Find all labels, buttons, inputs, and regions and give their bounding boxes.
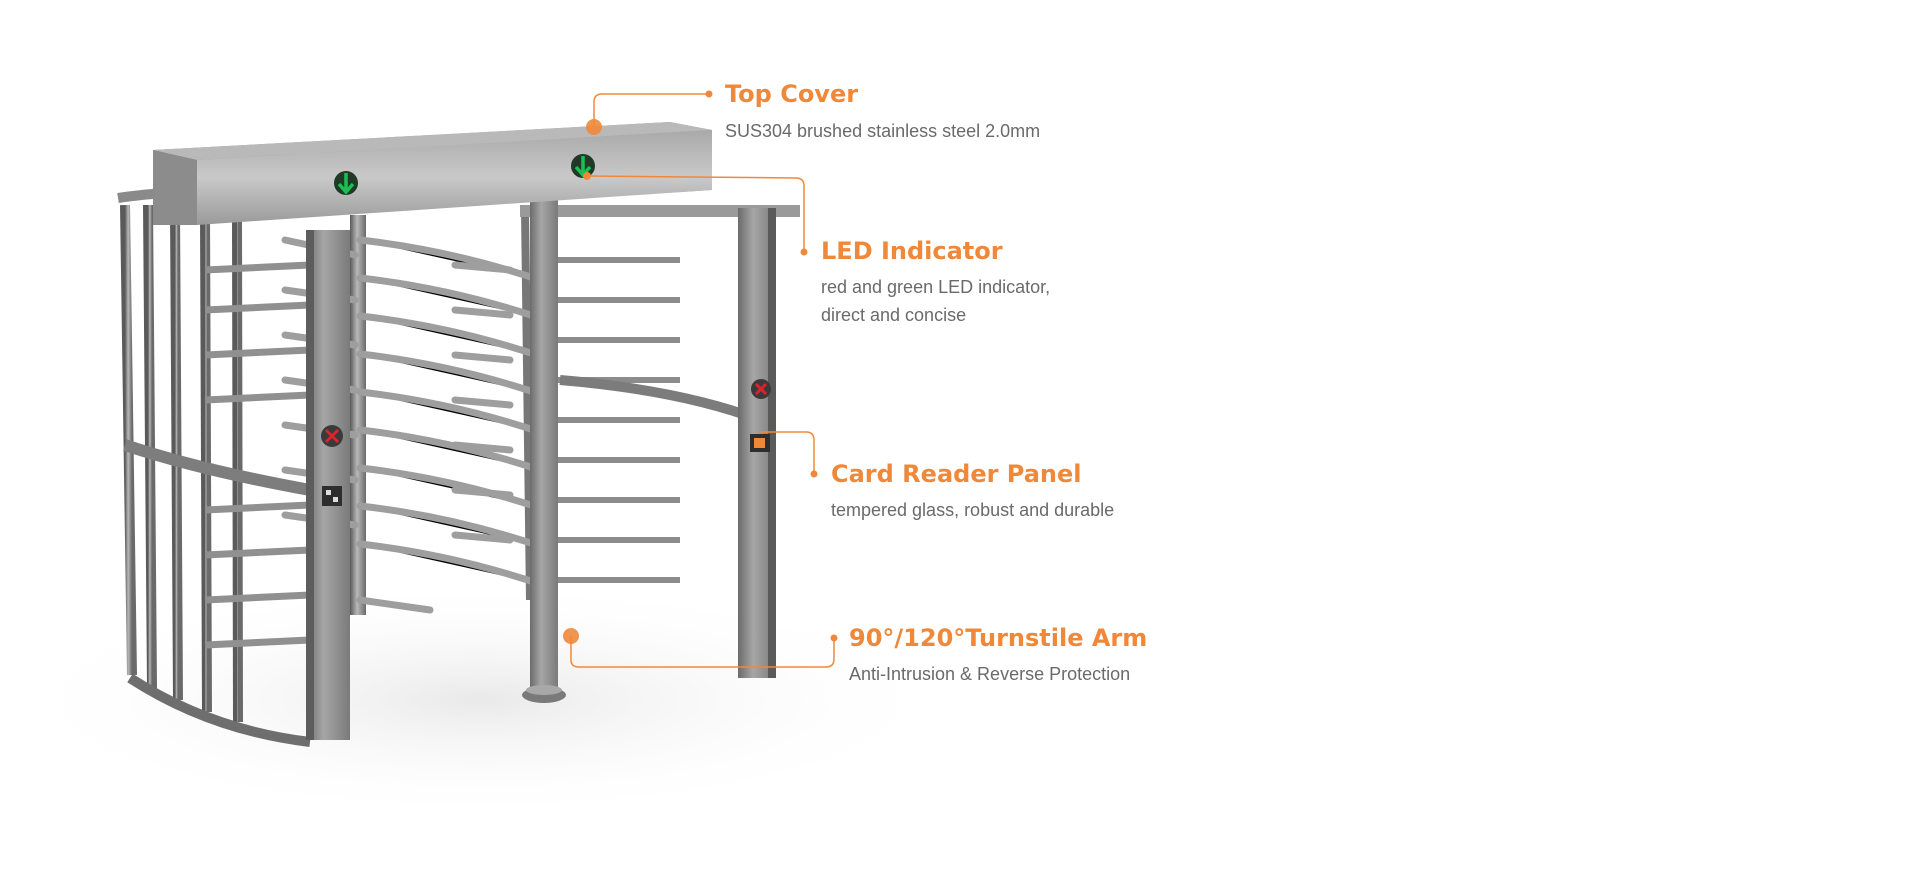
right-pillar-red-x-icon xyxy=(751,379,771,399)
left-cage xyxy=(117,186,312,747)
callout-top-cover xyxy=(586,90,713,135)
callout-card-reader xyxy=(756,431,818,478)
feature-description-turnstile-arm: Anti-Intrusion & Reverse Protection xyxy=(849,660,1130,688)
center-post xyxy=(522,200,566,703)
rotor xyxy=(281,215,544,615)
feature-title-turnstile-arm: 90°/120°Turnstile Arm xyxy=(849,624,1148,652)
feature-description-led-indicator: red and green LED indicator, direct and … xyxy=(821,273,1050,329)
feature-title-card-reader-panel: Card Reader Panel xyxy=(831,460,1082,488)
left-cage-rungs xyxy=(204,261,311,649)
callout-turnstile-arm xyxy=(563,628,838,668)
feature-description-line: tempered glass, robust and durable xyxy=(831,500,1115,520)
feature-description-line: direct and concise xyxy=(821,305,967,325)
left-pillar-red-x-icon xyxy=(321,425,343,447)
feature-description-line: red and green LED indicator, xyxy=(821,277,1051,297)
floor-shadow xyxy=(0,580,960,820)
left-pillar xyxy=(306,230,350,740)
feature-title-top-cover: Top Cover xyxy=(725,80,859,108)
top-cover-left-green-down-arrow-icon xyxy=(334,171,358,195)
feature-title-led-indicator: LED Indicator xyxy=(821,237,1003,265)
feature-description-top-cover: SUS304 brushed stainless steel 2.0mm xyxy=(725,117,1040,145)
feature-description-line: Anti-Intrusion & Reverse Protection xyxy=(849,664,1131,684)
top-cover-right-green-down-arrow-icon xyxy=(571,154,595,178)
left-card-reader-icon xyxy=(322,486,342,506)
top-cover xyxy=(153,122,712,225)
callout-led-indicator xyxy=(583,172,808,256)
feature-description-card-reader-panel: tempered glass, robust and durable xyxy=(831,496,1114,524)
feature-description-line: SUS304 brushed stainless steel 2.0mm xyxy=(725,121,1041,141)
